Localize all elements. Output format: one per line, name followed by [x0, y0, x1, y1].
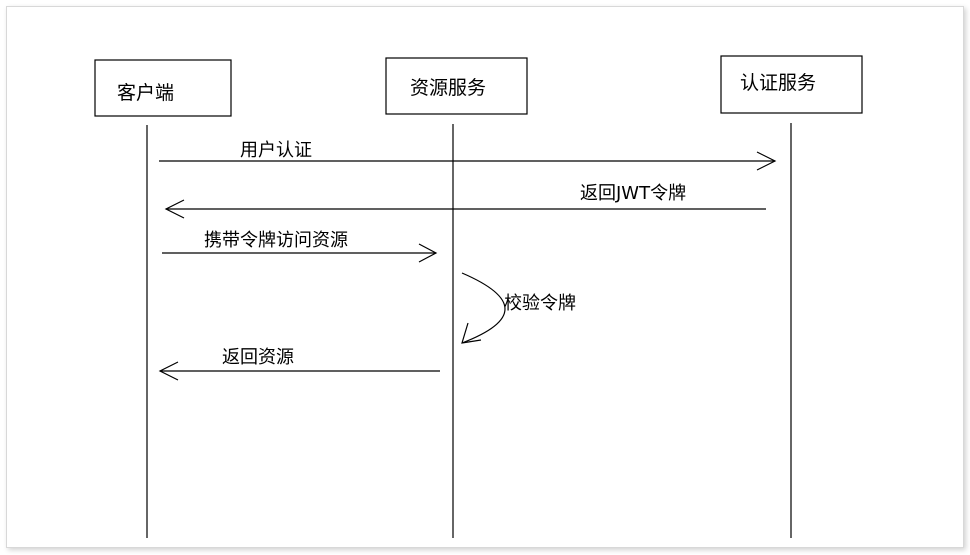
message-user-auth: 用户认证 [159, 140, 777, 171]
participant-client: 客户端 [94, 59, 232, 538]
message-verify-token: 校验令牌 [461, 272, 576, 344]
message-return-resource-arrowhead [158, 361, 179, 381]
message-verify-token-arrowhead [461, 322, 482, 344]
message-access-with-token-arrowhead [418, 243, 438, 263]
message-return-jwt-label: 返回JWT令牌 [580, 183, 686, 204]
message-user-auth-arrowhead [756, 151, 777, 171]
participant-resource-service-box [385, 57, 528, 115]
message-return-jwt-arrowhead [164, 199, 185, 219]
message-verify-token-label: 校验令牌 [504, 293, 576, 314]
message-access-with-token-label: 携带令牌访问资源 [204, 230, 348, 251]
participant-client-label: 客户端 [117, 82, 174, 104]
participant-auth-service: 认证服务 [720, 55, 863, 538]
participant-client-box [94, 59, 232, 117]
message-access-with-token: 携带令牌访问资源 [162, 230, 438, 263]
message-return-jwt: 返回JWT令牌 [164, 183, 766, 219]
message-user-auth-label: 用户认证 [240, 140, 312, 161]
message-return-resource: 返回资源 [158, 347, 440, 381]
participant-auth-service-box [720, 55, 863, 114]
participant-auth-service-label: 认证服务 [740, 72, 816, 94]
message-verify-token-curve [461, 272, 506, 344]
participant-resource-service: 资源服务 [385, 57, 528, 538]
participant-resource-service-label: 资源服务 [410, 77, 486, 99]
message-return-resource-label: 返回资源 [222, 347, 294, 368]
